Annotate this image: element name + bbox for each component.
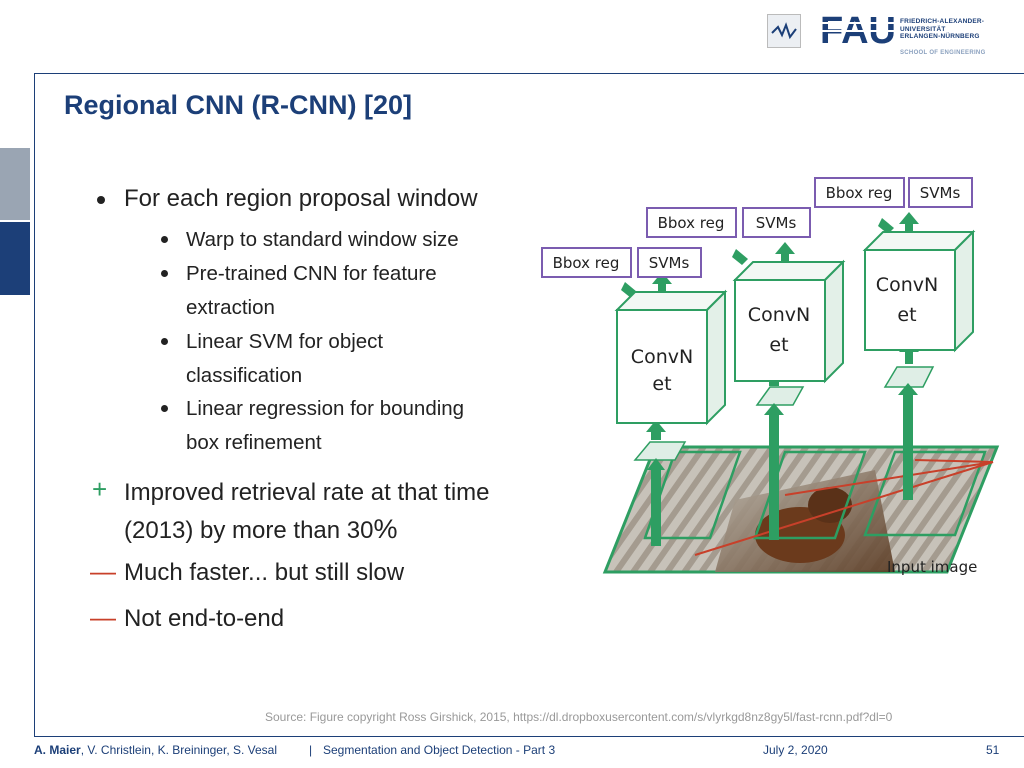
sub-bullet-dot [161,270,168,277]
rcnn-diagram: ConvN et ConvN et ConvN et Bbox reg SVMs… [541,177,1000,576]
fau-logo: FAU [820,12,900,48]
footer-course: Segmentation and Object Detection - Part… [323,743,556,757]
warped-window [633,441,687,461]
convnet-label-line-1: ConvN [748,304,810,326]
sub-bullet-dot [161,338,168,345]
red-arrow [694,461,994,556]
side-marker-gray [0,148,30,220]
convnet-label-line-2: et [769,334,788,356]
red-arrow [784,461,994,496]
minus-icon: — [90,556,116,586]
region-window [863,450,987,537]
percent-unit: % [373,514,398,544]
warped-window [755,386,805,406]
con-point-1: Much faster... but still slow [124,559,405,586]
svms-box [637,247,702,278]
svms-box [908,177,973,208]
source-citation: Source: Figure copyright Ross Girshick, … [265,710,893,724]
side-marker-blue [0,222,30,295]
plus-icon: + [92,474,108,504]
region-window [753,450,867,540]
convnet-label-line-1: ConvN [631,346,693,368]
lab-logo-icon [767,14,801,48]
sub-bullet-4: Linear regression for bounding box refin… [186,397,465,454]
convnet-box-2: ConvN et [732,259,846,384]
convnet-label-line-1: ConvN [876,274,938,296]
bbox-reg-box [814,177,905,208]
sub-bullet-dot [161,236,168,243]
convnet-box-3: ConvN et [862,229,976,353]
school-name: SCHOOL OF ENGINEERING [900,50,986,56]
con-point-2: Not end-to-end [124,605,285,632]
sub-bullet-dot [161,405,168,412]
convnet-label-line-2: et [652,373,671,395]
bbox-reg-box [541,247,632,278]
slide-frame [34,73,1024,737]
sub-bullet-2: Pre-trained CNN for feature extraction [186,262,437,319]
minus-icon: — [90,602,116,632]
bbox-reg-label: Bbox reg [553,254,620,272]
page-number: 51 [986,743,1000,757]
bbox-reg-label: Bbox reg [658,214,725,232]
bullet-dot [97,196,105,204]
warped-window [883,366,935,388]
bbox-reg-label: Bbox reg [826,184,893,202]
university-name: FRIEDRICH-ALEXANDER- UNIVERSITÄT ERLANGE… [900,18,985,40]
input-image [602,445,1000,574]
bbox-reg-box [646,207,737,238]
svms-label: SVMs [756,214,797,232]
svms-label: SVMs [649,254,690,272]
pro-point: Improved retrieval rate at that time (20… [124,479,490,544]
footer-date: July 2, 2020 [763,743,828,757]
footer-separator: | [309,743,313,757]
convnet-box-1: ConvN et [614,289,728,426]
convnet-label-line-2: et [897,304,916,326]
sub-bullet-1: Warp to standard window size [186,228,459,251]
sub-bullet-3: Linear SVM for object classification [186,330,384,387]
bullet-main: For each region proposal window [124,185,478,212]
footer-authors: A. Maier, V. Christlein, K. Breininger, … [34,743,278,757]
input-image-label: Input image [887,558,977,576]
red-arrow [914,459,994,463]
slide-title: Regional CNN (R-CNN) [20] [64,90,412,120]
svms-label: SVMs [920,184,961,202]
svms-box [742,207,811,238]
